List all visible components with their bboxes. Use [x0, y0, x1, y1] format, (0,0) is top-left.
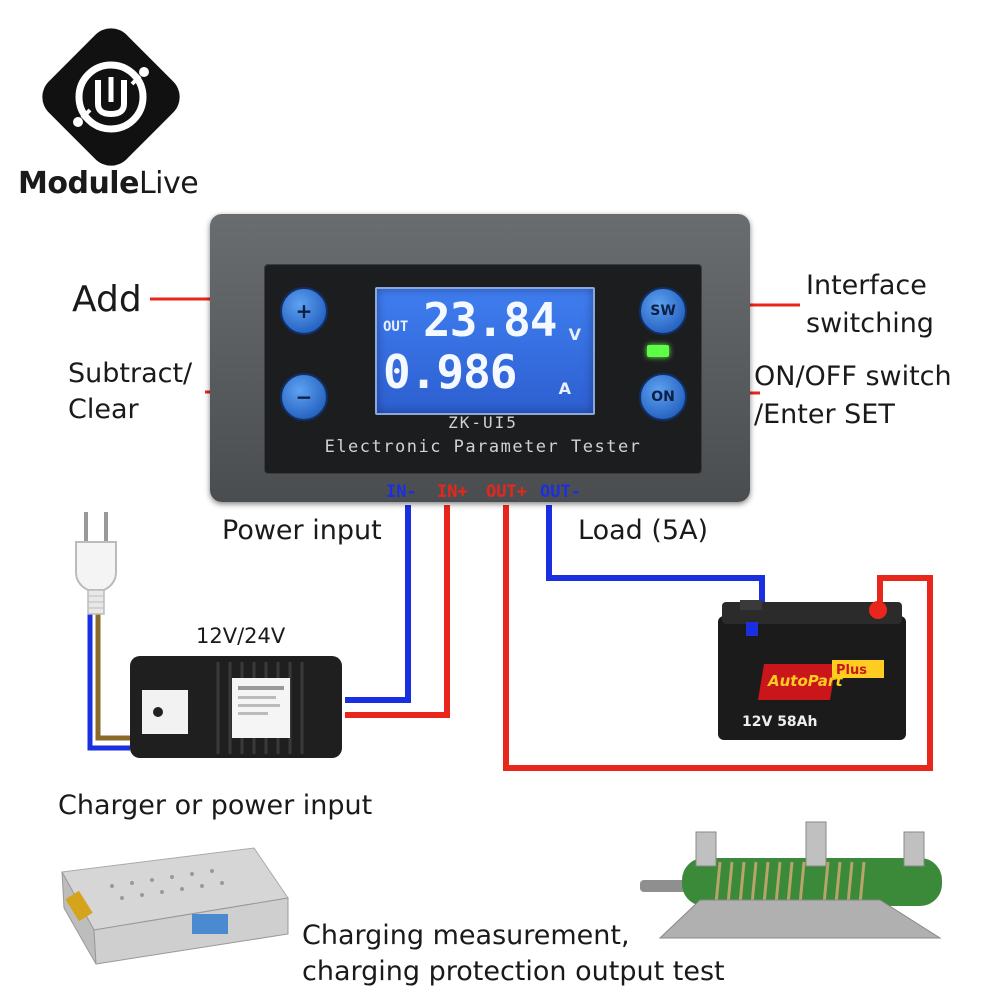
in-plus-wire: [345, 505, 450, 718]
battery-brand-left: AutoPart: [767, 672, 843, 690]
lcd-current-unit: A: [558, 379, 571, 398]
lcd-current-value: 0.986: [383, 345, 517, 399]
lcd-voltage-value: 23.84: [423, 293, 557, 347]
lcd-display: OUT 23.84 V 0.986 A: [375, 287, 595, 415]
terminal-in-minus: IN-: [386, 482, 417, 502]
charging-label-line2: charging protection output test: [302, 956, 725, 987]
interface-label-line2: switching: [806, 308, 934, 339]
voltage-rating-label: 12V/24V: [196, 624, 286, 648]
add-button-label: +: [295, 299, 313, 323]
lcd-voltage-unit: V: [568, 325, 581, 344]
sw-button-label: SW: [650, 303, 676, 319]
charger-label: Charger or power input: [58, 790, 373, 821]
onoff-label-line1: ON/OFF switch: [754, 361, 952, 392]
terminal-out-minus: OUT-: [540, 482, 581, 502]
plug-cord-brown: [95, 610, 130, 741]
brand-name-light: Live: [138, 166, 199, 201]
brand-name: ModuleLive: [18, 166, 199, 201]
subtract-label-line1: Subtract/: [68, 358, 193, 389]
plug-cord-blue: [87, 610, 130, 751]
in-minus-wire: [345, 505, 411, 703]
lcd-out-tag: OUT: [383, 319, 409, 335]
power-adapter-icon: [130, 656, 342, 758]
out-plus-wire: [503, 505, 933, 771]
terminal-in-plus: IN+: [437, 482, 468, 502]
battery-icon: AutoPart Plus 12V 58Ah: [718, 600, 906, 740]
on-button[interactable]: ON: [639, 373, 687, 421]
subtract-button[interactable]: −: [280, 373, 328, 421]
subtract-button-label: −: [295, 385, 313, 409]
tester-device: + − SW ON OUT 23.84 V 0.986 A ZK-UI5 Ele…: [210, 214, 750, 502]
battery-brand-right: Plus: [836, 663, 867, 678]
load-label: Load (5A): [578, 515, 709, 546]
battery-spec: 12V 58Ah: [742, 714, 817, 730]
wall-plug-icon: [75, 512, 117, 615]
power-input-label: Power input: [222, 515, 382, 546]
power-resistor-icon: [640, 821, 942, 939]
onoff-label-line2: /Enter SET: [754, 399, 895, 430]
terminal-out-plus: OUT+: [486, 482, 527, 502]
subtract-label-line2: Clear: [68, 394, 139, 425]
charging-label-line1: Charging measurement,: [302, 920, 630, 951]
on-button-label: ON: [651, 389, 675, 405]
interface-label-line1: Interface: [806, 270, 927, 301]
sw-button[interactable]: SW: [639, 287, 687, 335]
device-model: ZK-UI5: [448, 413, 518, 432]
status-led: [647, 345, 669, 357]
brand-name-bold: Module: [18, 166, 139, 201]
power-supply-icon: [61, 847, 289, 965]
add-label: Add: [72, 279, 142, 320]
brand-logo: [36, 22, 186, 172]
device-faceplate: + − SW ON OUT 23.84 V 0.986 A ZK-UI5 Ele…: [264, 264, 702, 474]
device-subtitle: Electronic Parameter Tester: [324, 437, 642, 457]
add-button[interactable]: +: [280, 287, 328, 335]
